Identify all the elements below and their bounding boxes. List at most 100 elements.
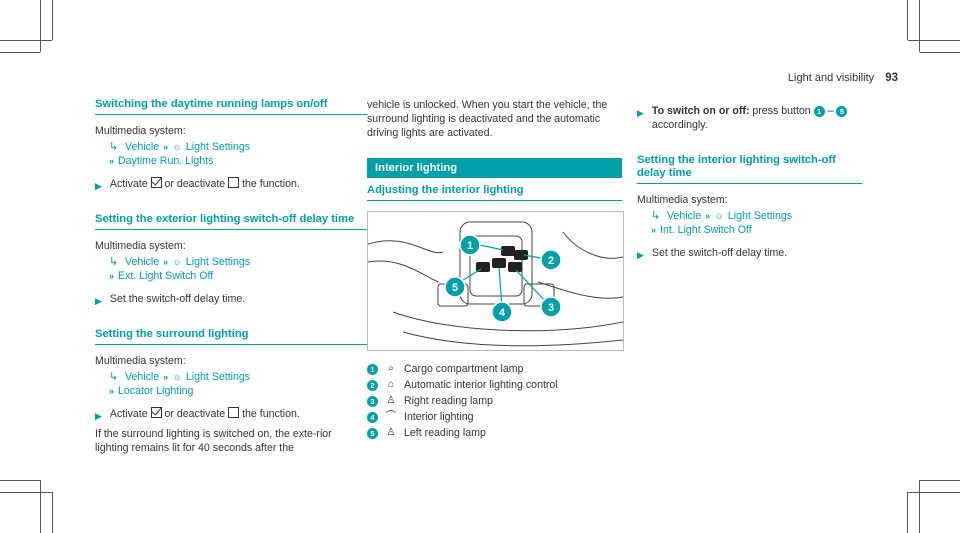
section-bar: Interior lighting [367,158,622,178]
cargo-lamp-icon: ⌕ [388,363,394,374]
legend-text: Automatic interior lighting control [404,379,558,391]
menu-vehicle[interactable]: Vehicle [125,141,160,153]
menu-locator-lighting[interactable]: Locator Lighting [118,385,194,397]
crop-mark [908,40,960,41]
callout-label: 3 [548,302,554,314]
crop-mark [908,492,960,493]
menu-path: » Ext. Light Switch Off [95,269,368,283]
menu-path: » Int. Light Switch Off [637,223,862,237]
double-chevron-icon: » [163,142,169,152]
crop-mark [52,0,53,40]
empty-checkbox-icon [228,177,240,188]
running-header: Light and visibility 93 [788,72,898,84]
crop-mark [52,492,53,533]
double-chevron-icon: » [651,225,657,235]
section-title: Switching the daytime running lamps on/o… [95,98,368,115]
action-text: To switch on or off: press button 1 – 5 … [652,104,848,132]
button-number: 1 [813,106,825,117]
action-step: ▶ Activate or deactivate the function. [95,407,368,423]
menu-int-light-switch-off[interactable]: Int. Light Switch Off [660,224,752,236]
legend-item: 4 ⌒ Interior lighting [367,409,622,425]
crop-mark [920,52,960,53]
menu-vehicle[interactable]: Vehicle [125,256,160,268]
callout-label: 1 [467,240,473,252]
action-bold: To switch on or off: [651,105,750,117]
action-activate: Activate [109,408,148,420]
section-title: Setting the exterior lighting switch-off… [95,213,368,230]
menu-light-settings[interactable]: Light Settings [185,141,251,153]
lamp-button-2 [514,250,528,260]
figure-legend: 1 ⌕ Cargo compartment lamp 2 ⌂ Automatic… [367,361,622,441]
crop-mark [0,52,40,53]
callout-4 [491,301,513,323]
overhead-control-illustration: 1 2 3 4 5 [368,221,623,347]
menu-vehicle[interactable]: Vehicle [125,371,160,383]
roof-line [368,260,439,283]
light-settings-icon: ☼ [172,141,182,153]
lamp-button-1 [501,246,515,256]
menu-light-settings[interactable]: Light Settings [727,210,793,222]
menu-light-settings[interactable]: Light Settings [185,371,251,383]
reading-lamp-icon: ♙ [386,395,396,406]
action-triangle-icon: ▶ [637,250,644,260]
light-settings-icon: ☼ [172,256,182,268]
menu-vehicle[interactable]: Vehicle [667,210,702,222]
roof-line [392,311,623,332]
return-arrow-icon: ↳ [109,256,119,268]
action-deactivate: or deactivate [164,408,226,420]
header-section: Light and visibility [787,72,875,84]
roof-line [537,281,623,299]
action-text: Set the switch-off delay time. [651,247,788,259]
crop-mark [907,0,908,40]
action-step: ▶ Activate or deactivate the function. [95,177,368,193]
callout-label: 4 [499,307,506,319]
menu-path: » Locator Lighting [95,384,368,398]
callout-2 [540,249,562,271]
multimedia-label: Multimedia system: [95,240,186,252]
crop-mark [907,492,908,533]
action-function: the function. [242,408,300,420]
action-step: ▶ Set the switch-off delay time. [637,246,862,262]
multimedia-label: Multimedia system: [95,125,186,137]
callout-label: 2 [548,255,554,267]
action-text: Set the switch-off delay time. [109,293,246,305]
callout-1 [459,234,481,256]
light-settings-icon: ☼ [714,210,724,222]
menu-daytime-run-lights[interactable]: Daytime Run. Lights [118,155,214,167]
return-arrow-icon: ↳ [109,371,119,383]
interior-light-icon: ⌒ [386,411,396,422]
menu-path: ↳ Vehicle » ☼ Light Settings [95,255,368,269]
light-settings-icon: ☼ [172,371,182,383]
legend-item: 3 ♙ Right reading lamp [367,393,622,409]
reading-lamp-icon: ♙ [386,427,396,438]
menu-ext-light-switch-off[interactable]: Ext. Light Switch Off [118,270,214,282]
double-chevron-icon: » [109,156,115,166]
crop-mark [40,0,41,52]
action-end: accordingly. [651,119,708,131]
action-triangle-icon: ▶ [637,108,644,118]
double-chevron-icon: » [109,386,115,396]
legend-number: 4 [367,411,378,423]
callout-3 [540,296,562,318]
range-dash: – [827,105,834,117]
crop-mark [0,40,52,41]
menu-light-settings[interactable]: Light Settings [185,256,251,268]
legend-item: 5 ♙ Left reading lamp [367,425,622,441]
legend-text: Interior lighting [404,411,474,423]
callout-line [479,244,504,251]
legend-number: 2 [367,379,378,391]
double-chevron-icon: » [163,257,169,267]
callout-line [498,267,503,308]
legend-item: 2 ⌂ Automatic interior lighting control [367,377,622,393]
menu-path: ↳ Vehicle » ☼ Light Settings [95,370,368,384]
legend-text: Right reading lamp [404,395,493,407]
roof-line [562,231,623,259]
section-title: Setting the interior lighting switch-off… [637,154,862,184]
double-chevron-icon: » [163,372,169,382]
action-activate: Activate [109,178,148,190]
callout-label: 5 [452,282,458,294]
double-chevron-icon: » [109,271,115,281]
menu-path: » Daytime Run. Lights [95,154,368,168]
column-left: Switching the daytime running lamps on/o… [95,98,368,457]
legend-number: 1 [367,363,378,375]
